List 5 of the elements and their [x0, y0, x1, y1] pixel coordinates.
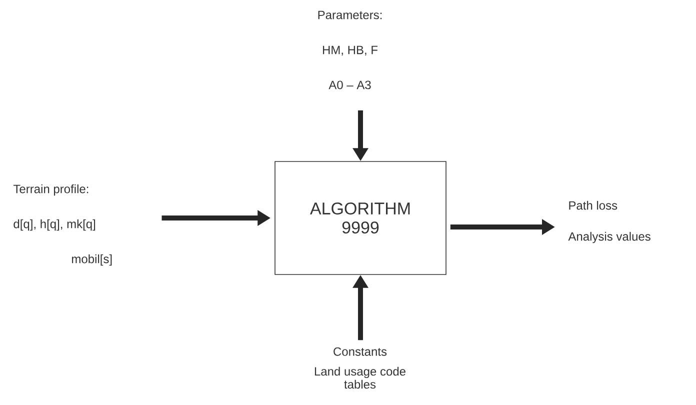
text-label: Parameters: HM, HB, F A0 – A3 — [318, 10, 382, 90]
text-label: Terrain profile: d[q], h[q], mk[q] mobil[s] — [13, 184, 112, 266]
text-label: Constants Land usage code tables — [314, 347, 406, 389]
text-label: Path loss Analysis values — [568, 200, 650, 244]
algorithm-box: ALGORITHM 9999 — [274, 161, 446, 275]
